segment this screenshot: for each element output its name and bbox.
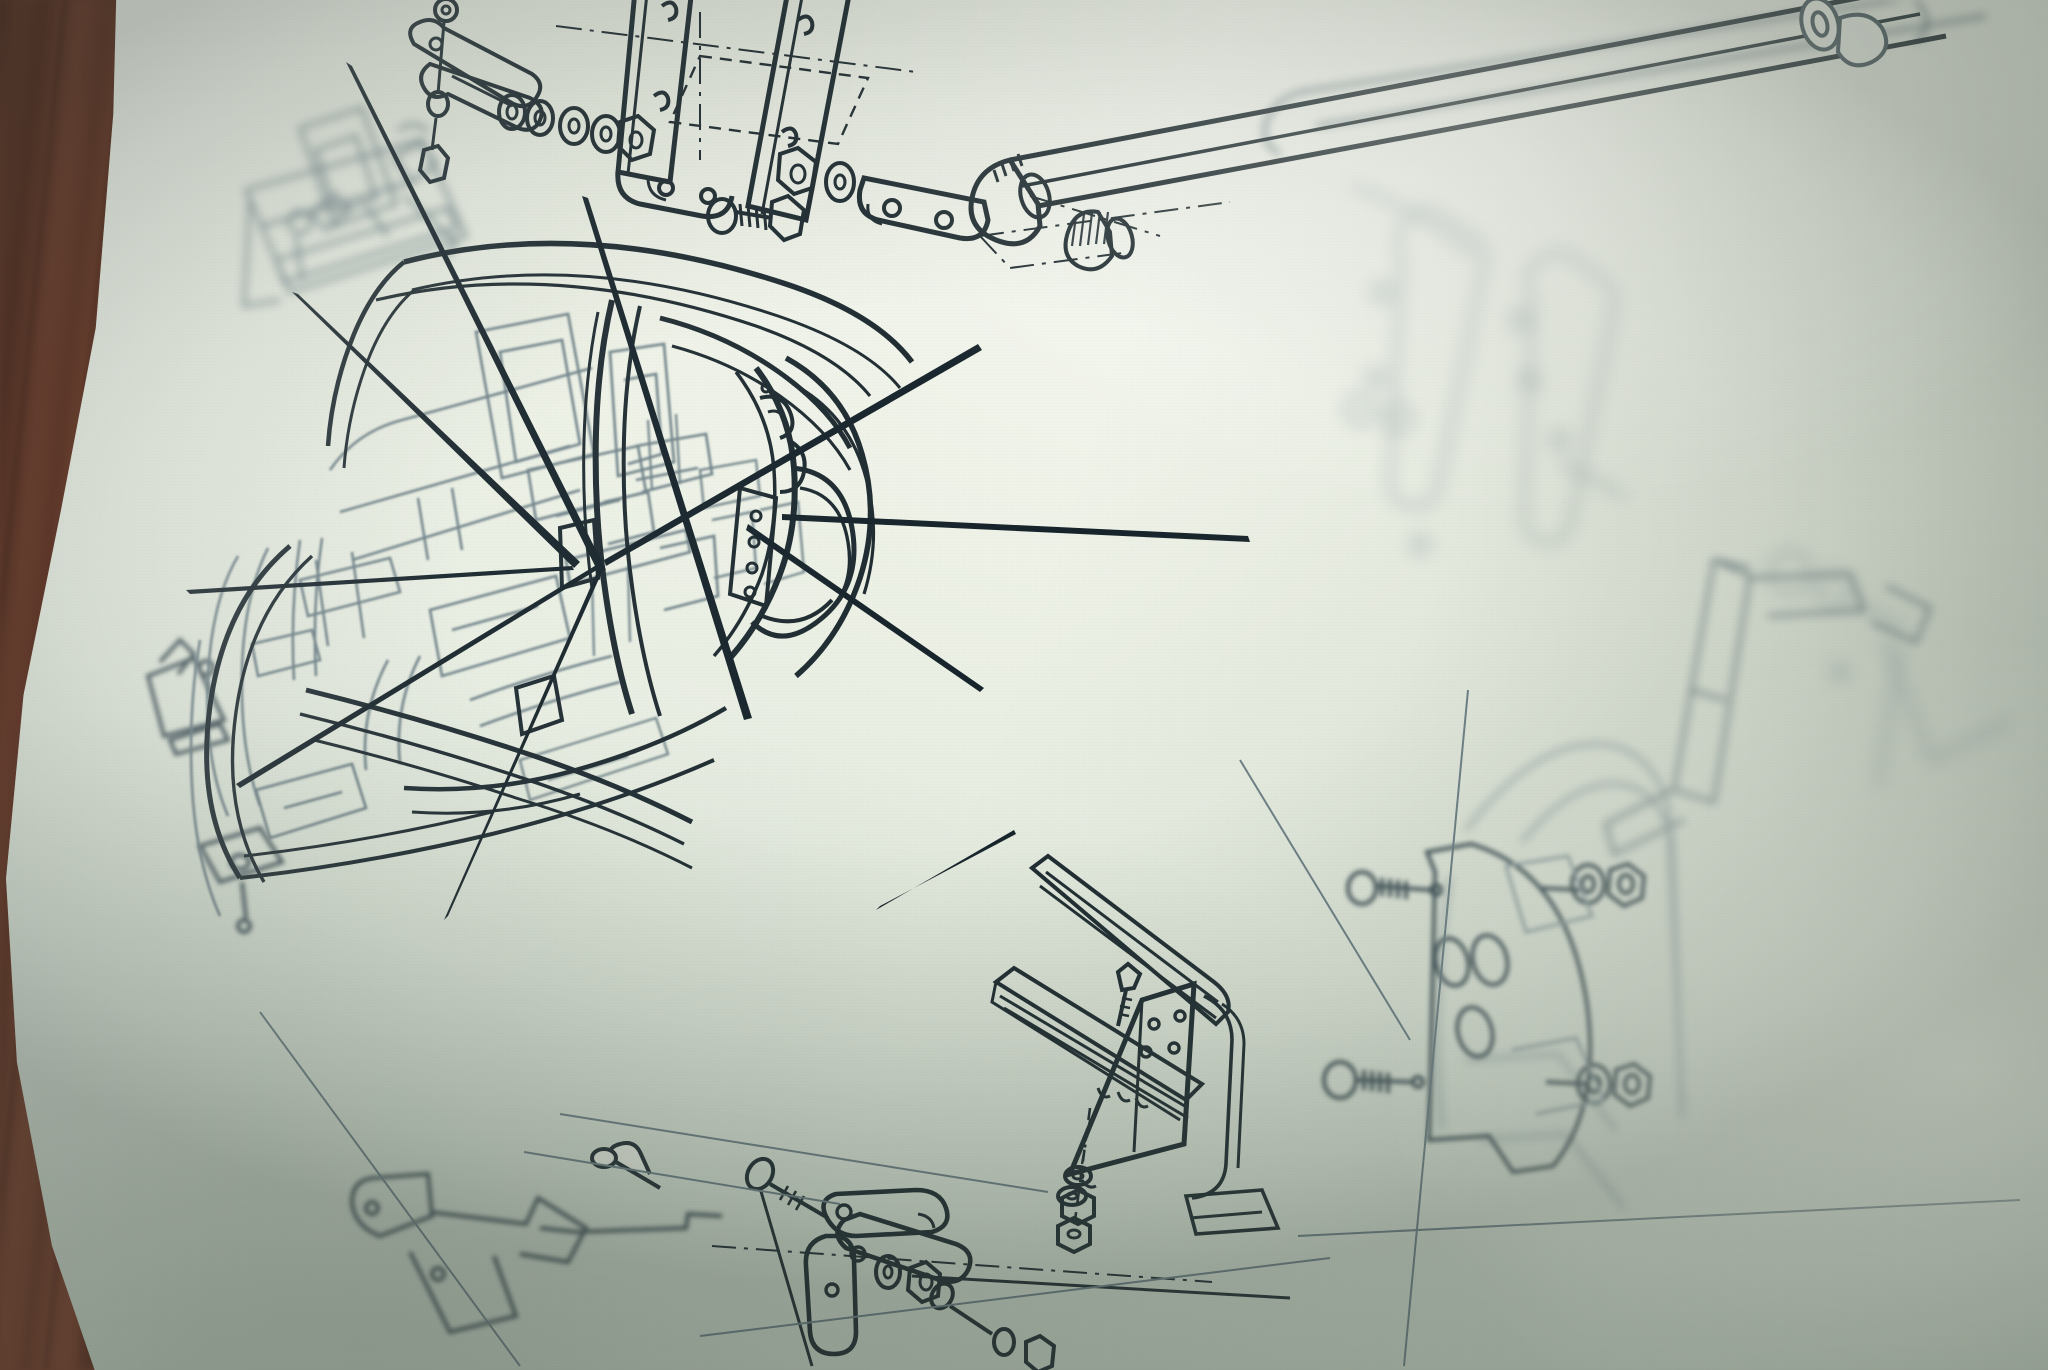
paper-texture: [5, 0, 2048, 1370]
diagram-paper-sheet: [5, 0, 2048, 1370]
